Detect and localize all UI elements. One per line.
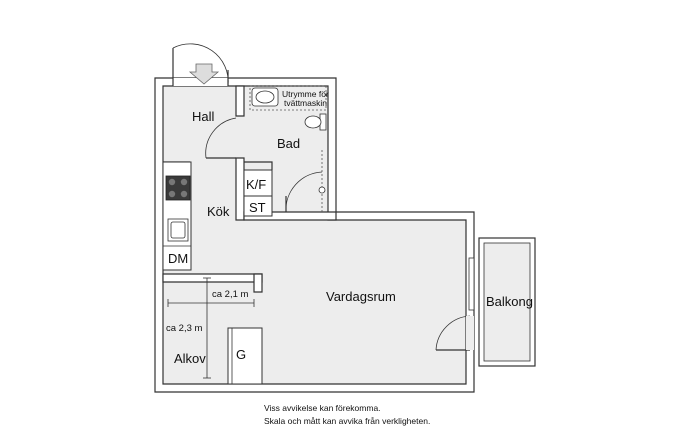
label-balkong: Balkong [486,294,533,309]
bad-wall-lower [235,157,245,221]
label-dimension-width: ca 2,1 m [212,289,249,300]
washing-machine-space [249,85,327,111]
label-utrymme-line2: tvättmaskin [284,98,327,108]
balcony [478,237,536,367]
entrance-arrow-icon [188,63,220,85]
dimension-width [167,299,255,307]
bathroom-sink-icon [251,87,279,107]
label-kf: K/F [246,177,266,192]
wardrobe-g [227,327,263,385]
kitchen-counter [162,161,192,271]
disclaimer-line2: Skala och mått kan avvika från verklighe… [264,416,430,426]
closet-st [243,195,273,217]
bad-door-arc[interactable] [205,117,237,159]
label-bad: Bad [277,136,300,151]
label-g: G [236,347,246,362]
label-dm: DM [168,251,188,266]
label-st: ST [249,200,266,215]
label-dimension-height: ca 2,3 m [166,323,203,334]
floor-area [162,85,467,385]
alkov-wall-stub [253,273,263,293]
toilet-icon [304,113,327,131]
entrance-door[interactable] [172,43,229,87]
bad-wall-left [235,85,245,117]
balcony-door-arc[interactable] [435,315,471,351]
label-utrymme-line1: Utrymme för [282,89,329,99]
dimension-height [203,277,211,379]
disclaimer-line1: Viss avvikelse kan förekomma. [264,403,381,413]
label-vardagsrum: Vardagsrum [326,289,396,304]
label-kok: Kök [207,204,230,219]
label-alkov: Alkov [174,351,206,366]
alkov-wall-top [162,273,263,283]
shower-icon [318,186,326,194]
balcony-window [468,257,475,311]
label-hall: Hall [192,109,215,124]
